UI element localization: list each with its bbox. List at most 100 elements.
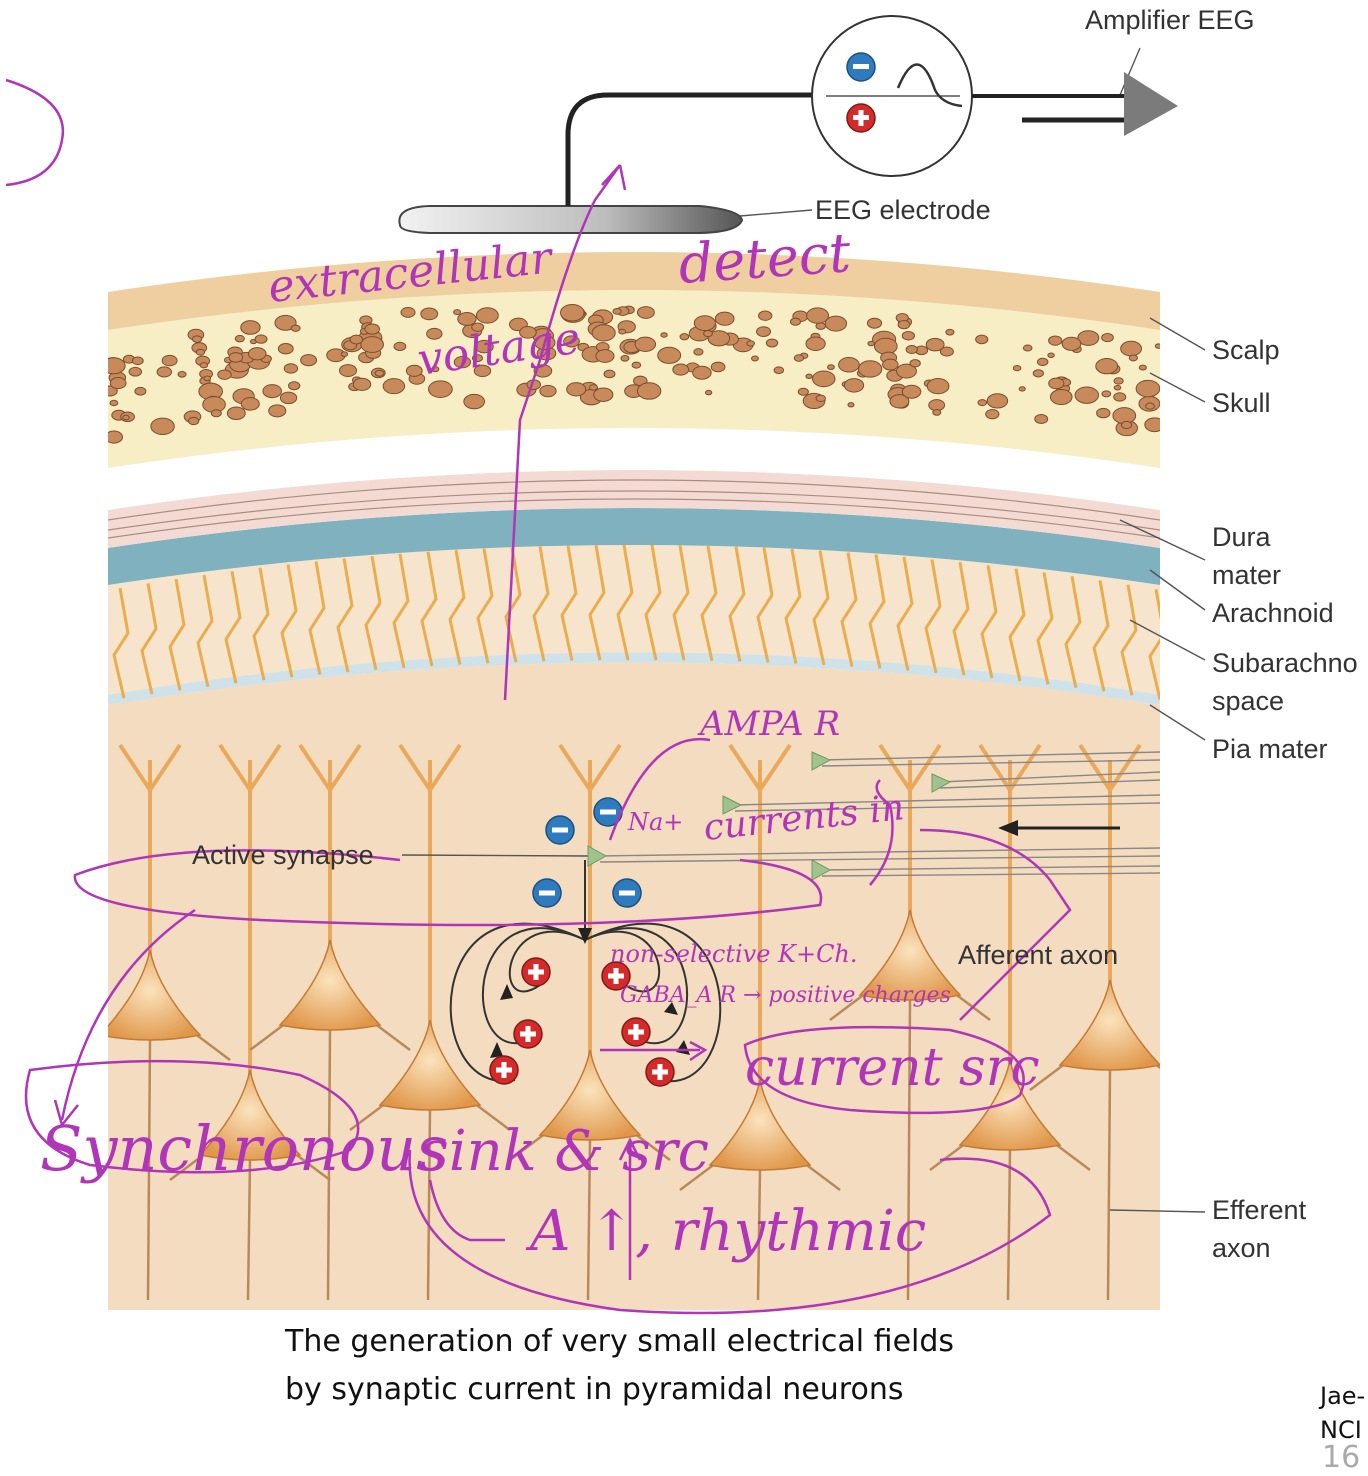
skull-cell (279, 391, 298, 405)
trabecula (784, 548, 802, 664)
skull-cell (827, 364, 835, 371)
trabecula (1008, 568, 1026, 682)
skull-cell (400, 306, 416, 318)
skull-cell (746, 340, 755, 347)
field-lines (449, 860, 722, 1083)
pyramidal-neuron (249, 743, 411, 1301)
skull-cell (277, 343, 294, 355)
trabecula (980, 565, 998, 679)
trabecula (280, 564, 298, 678)
label-pia: Pia mater (1212, 734, 1328, 764)
skull-cell (234, 334, 245, 343)
author-line-1: Jae- (1320, 1382, 1366, 1410)
skull-cell (693, 348, 704, 356)
afferent-axons (599, 751, 1161, 877)
skull-cell (591, 324, 616, 342)
skull-cell (177, 371, 187, 378)
trabecula (1092, 580, 1110, 692)
skull-cell (457, 312, 477, 326)
skull-cell (128, 366, 143, 377)
skull-cell (679, 333, 690, 341)
skull-cell (905, 345, 918, 354)
skull-cell (1022, 344, 1033, 352)
skull-cell (985, 409, 1000, 420)
skull-cell (156, 366, 173, 378)
skull-cell (1096, 407, 1111, 419)
trabecula (952, 562, 970, 676)
pyramidal-neuron (929, 743, 1091, 1301)
skull-cell (889, 394, 910, 409)
skull-cell (247, 347, 267, 361)
skull-cell (262, 384, 282, 399)
skull-cell (704, 389, 713, 396)
skull-cell (593, 387, 614, 402)
skull-cell (1049, 388, 1073, 406)
skull-cell (1018, 386, 1026, 392)
pyramidal-neuron (1029, 743, 1160, 1301)
trabecula (812, 550, 830, 666)
trabecula (728, 546, 746, 662)
skull-cell (471, 322, 485, 332)
leader-lines (401, 47, 1206, 1213)
annotation-rhythmic: A ↑, rhythmic (525, 1199, 926, 1264)
skull-cell (471, 354, 484, 363)
trabecula (1036, 572, 1054, 685)
skull-cell (1138, 364, 1147, 371)
skull-cell (339, 364, 358, 378)
skull-cell (693, 315, 716, 332)
skull-cell (925, 337, 945, 352)
skull-cell (109, 377, 127, 390)
trabecula (392, 553, 410, 669)
annotation-na: Na+ (627, 808, 683, 836)
skull-cell (815, 394, 826, 403)
skull-cell (977, 399, 988, 407)
skull-cell (909, 359, 921, 368)
skull-cell (986, 393, 1009, 409)
synapse-terminals (587, 751, 952, 881)
label-efferent-1: Efferent (1212, 1195, 1307, 1225)
trabecula (1120, 584, 1138, 696)
skull-cell (199, 362, 209, 369)
skull-cell (228, 352, 244, 363)
skull-cell (274, 314, 297, 331)
annotation-strokes (5, 78, 1072, 1315)
skull-cell (812, 370, 836, 388)
positive-charge-icon (645, 1057, 675, 1087)
trabecula (420, 551, 438, 667)
skull-cell (187, 416, 200, 426)
trabecula (616, 544, 634, 661)
skull-cell (453, 355, 471, 369)
skull-cell (203, 375, 211, 382)
negative-charge-icon (532, 878, 562, 908)
label-dura-2: mater (1212, 560, 1282, 590)
skull-cell (939, 346, 954, 357)
skull-cell (453, 309, 462, 316)
skull-cell (364, 323, 381, 335)
skull-cell (789, 317, 801, 326)
label-efferent-2: axon (1212, 1233, 1271, 1263)
cortex-layer (108, 662, 1160, 1310)
skull-cell (620, 354, 630, 362)
annotation-nonselective: non-selective K+Ch. (610, 940, 858, 968)
trabecula (924, 559, 942, 674)
skull-cell (703, 329, 713, 338)
skull-cell (226, 406, 246, 421)
skull-cell (150, 417, 175, 436)
skull-cell (539, 384, 557, 398)
skull-cell (805, 373, 813, 380)
label-dura-1: Dura (1212, 522, 1271, 552)
pyramidal-neuron (509, 743, 671, 1301)
skull-cell (131, 356, 144, 366)
trabecula (756, 547, 774, 663)
skull-cell (838, 357, 860, 373)
skull-cell (672, 363, 690, 376)
skull-cell (134, 386, 147, 396)
trabecula (504, 547, 522, 663)
label-amplifier: Amplifier EEG (1085, 5, 1255, 35)
skull-cell (426, 327, 443, 340)
label-afferent: Afferent axon (958, 940, 1119, 970)
trabecula (336, 558, 354, 673)
skull-cell (210, 409, 222, 418)
skull-cell (191, 335, 203, 343)
page-number: 16 (1322, 1440, 1361, 1475)
